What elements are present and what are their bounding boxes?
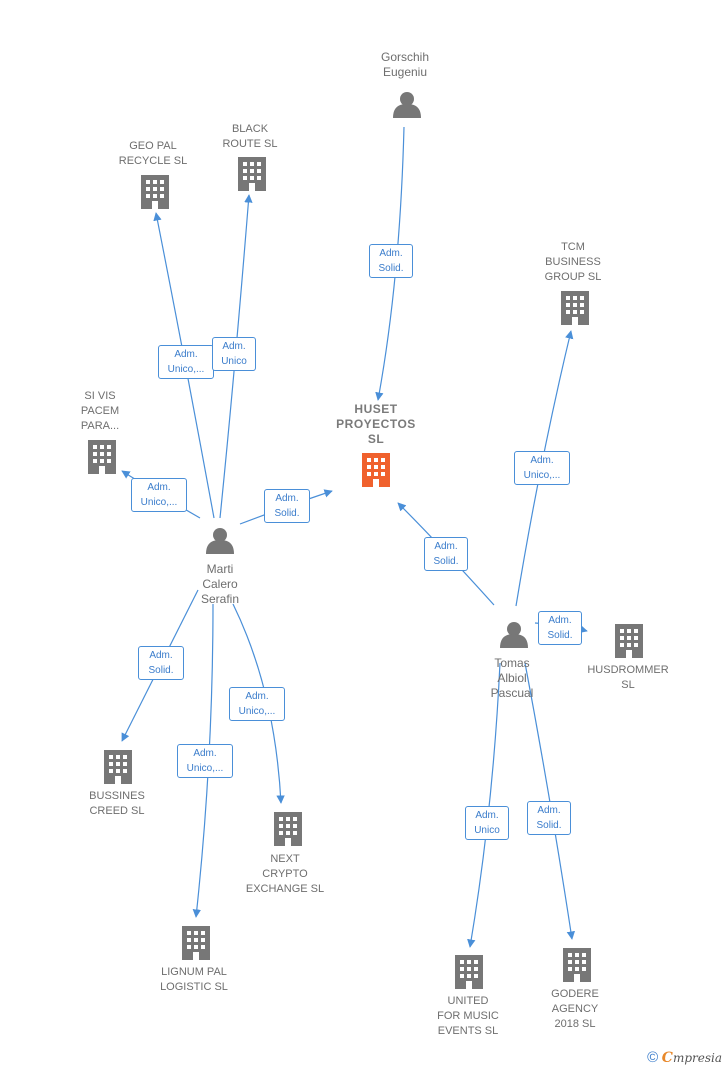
edge-label-tomas-united[interactable]: Adm. Unico [465, 806, 509, 840]
building-icon-blackroute[interactable] [238, 157, 266, 191]
brand-logo: Cmpresia [661, 1050, 722, 1066]
edge-label-marti-geopal[interactable]: Adm. Unico,... [158, 345, 214, 379]
building-icon-bussines[interactable] [104, 750, 132, 784]
node-label-gorschih[interactable]: Gorschih Eugeniu [380, 50, 430, 79]
person-icon-tomas[interactable] [500, 622, 528, 648]
edge-tomas-united [467, 662, 501, 948]
edge-label-marti-blackroute[interactable]: Adm. Unico [212, 337, 256, 371]
edge-label-tomas-godere[interactable]: Adm. Solid. [527, 801, 571, 835]
edge-label-marti-lignum[interactable]: Adm. Unico,... [177, 744, 233, 778]
person-icon-marti[interactable] [206, 528, 234, 554]
footer-brand: © Cmpresia [647, 1049, 722, 1066]
edge-label-marti-bussines[interactable]: Adm. Solid. [138, 646, 184, 680]
node-label-geopal[interactable]: GEO PAL RECYCLE SL [118, 140, 188, 167]
building-icon-lignum[interactable] [182, 926, 210, 960]
building-icon-huset[interactable] [362, 453, 390, 487]
building-icon-husdrommer[interactable] [615, 624, 643, 658]
node-label-tcm[interactable]: TCM BUSINESS GROUP SL [544, 241, 602, 283]
building-icon-tcm[interactable] [561, 291, 589, 325]
edge-label-gorschih-huset[interactable]: Adm. Solid. [369, 244, 413, 278]
node-label-nextcrypto[interactable]: NEXT CRYPTO EXCHANGE SL [245, 853, 325, 895]
node-label-bussines[interactable]: BUSSINES CREED SL [89, 790, 145, 817]
node-label-united[interactable]: UNITED FOR MUSIC EVENTS SL [437, 995, 499, 1037]
building-icon-sivis[interactable] [88, 440, 116, 474]
copyright-icon: © [647, 1049, 659, 1066]
node-label-godere[interactable]: GODERE AGENCY 2018 SL [551, 988, 599, 1030]
building-icon-godere[interactable] [563, 948, 591, 982]
building-icon-united[interactable] [455, 955, 483, 989]
node-label-lignum[interactable]: LIGNUM PAL LOGISTIC SL [160, 966, 228, 993]
node-label-blackroute[interactable]: BLACK ROUTE SL [222, 123, 278, 150]
person-icon-gorschih[interactable] [393, 92, 421, 118]
node-label-marti[interactable]: Marti Calero Serafin [200, 562, 240, 606]
edge-label-tomas-husdrommer[interactable]: Adm. Solid. [538, 611, 582, 645]
node-label-husdrommer[interactable]: HUSDROMMER SL [587, 664, 669, 691]
edge-label-marti-huset[interactable]: Adm. Solid. [264, 489, 310, 523]
edge-label-marti-nextcrypto[interactable]: Adm. Unico,... [229, 687, 285, 721]
edge-label-tomas-huset[interactable]: Adm. Solid. [424, 537, 468, 571]
node-label-huset[interactable]: HUSET PROYECTOS SL [336, 402, 416, 446]
edge-label-tomas-tcm[interactable]: Adm. Unico,... [514, 451, 570, 485]
edge-label-marti-sivis[interactable]: Adm. Unico,... [131, 478, 187, 512]
node-label-tomas[interactable]: Tomas Albiol Pascual [490, 656, 534, 700]
building-icon-nextcrypto[interactable] [274, 812, 302, 846]
edge-tomas-godere [524, 662, 576, 940]
node-label-sivis[interactable]: SI VIS PACEM PARA... [80, 390, 120, 432]
building-icon-geopal[interactable] [141, 175, 169, 209]
